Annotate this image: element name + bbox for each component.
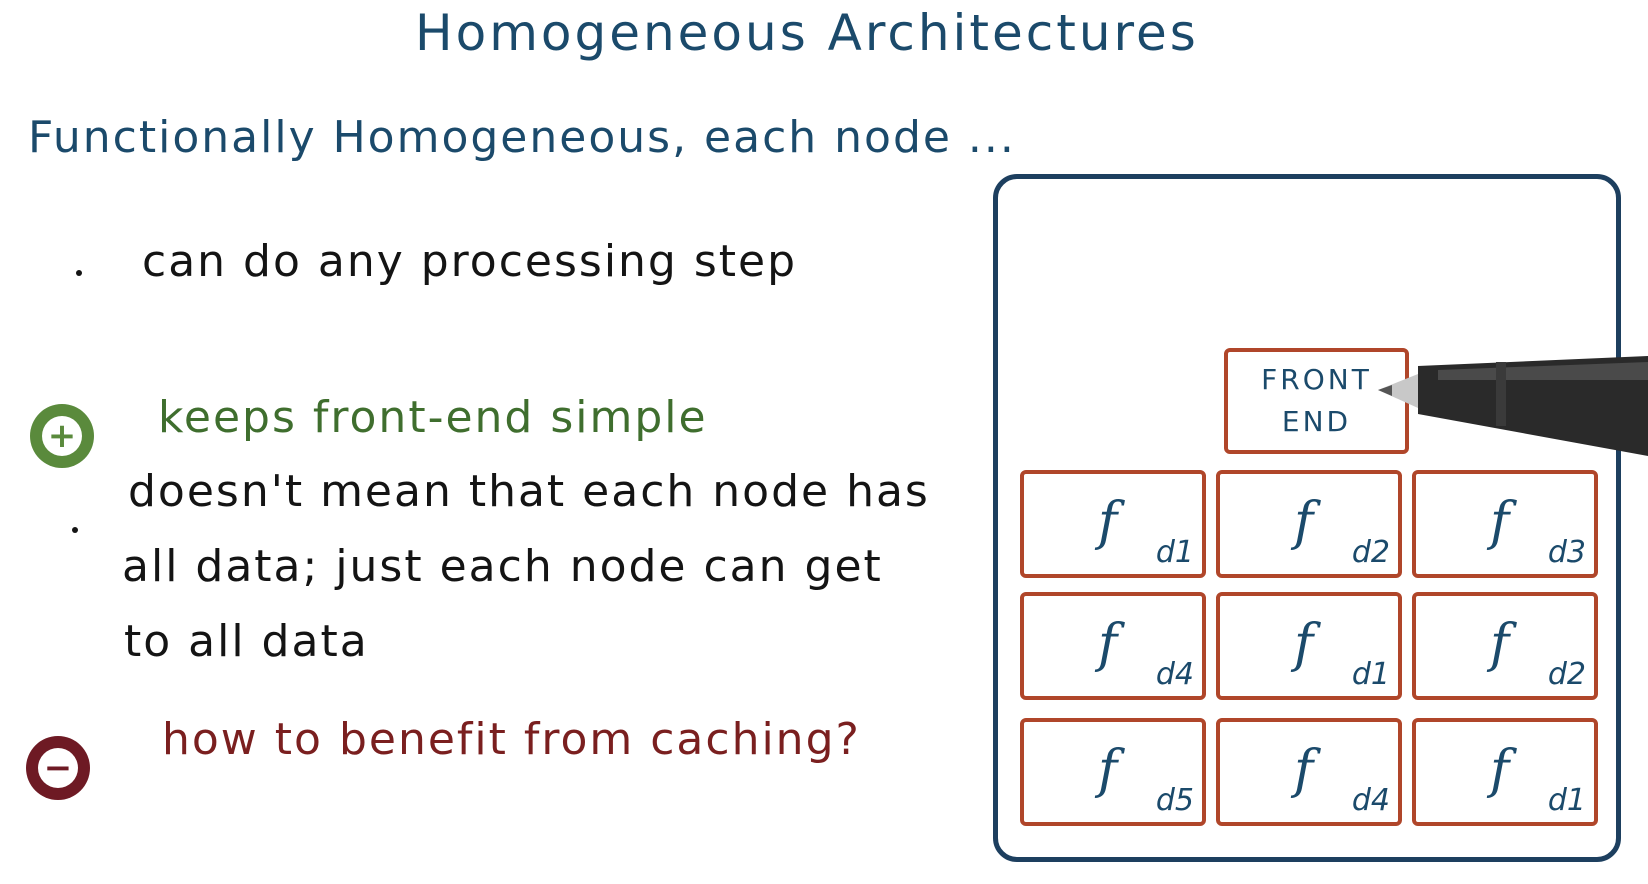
node-data: d2	[1351, 535, 1390, 570]
node-function: f	[1294, 740, 1314, 800]
con-text: how to benefit from caching?	[162, 714, 861, 765]
node-box: f d3	[1412, 470, 1598, 578]
node-function: f	[1490, 740, 1510, 800]
front-end-label: FRONT	[1261, 363, 1372, 396]
node-box: f d1	[1216, 592, 1402, 700]
node-function: f	[1294, 492, 1314, 552]
pen-icon	[1378, 356, 1648, 456]
note-line: to all data	[124, 616, 369, 667]
front-end-box: FRONT END	[1224, 348, 1409, 454]
node-function: f	[1098, 740, 1118, 800]
minus-circle-icon: −	[26, 736, 90, 800]
node-box: f d1	[1412, 718, 1598, 826]
front-end-label: END	[1281, 405, 1352, 438]
node-data: d5	[1155, 783, 1194, 818]
node-data: d4	[1155, 657, 1194, 692]
plus-circle-icon: +	[30, 404, 94, 468]
node-data: d1	[1547, 783, 1586, 818]
node-data: d2	[1547, 657, 1586, 692]
pro-text: keeps front-end simple	[158, 392, 708, 443]
node-function: f	[1490, 614, 1510, 674]
bullet-dot	[76, 270, 82, 276]
node-function: f	[1098, 614, 1118, 674]
node-box: f d2	[1412, 592, 1598, 700]
cluster-box	[993, 174, 1621, 862]
node-box: f d4	[1020, 592, 1206, 700]
node-function: f	[1490, 492, 1510, 552]
node-data: d3	[1547, 535, 1586, 570]
page-title: Homogeneous Architectures	[415, 4, 1199, 62]
note-line: all data; just each node can get	[122, 541, 883, 592]
node-box: f d2	[1216, 470, 1402, 578]
node-data: d1	[1351, 657, 1390, 692]
node-function: f	[1098, 492, 1118, 552]
node-function: f	[1294, 614, 1314, 674]
note-line: doesn't mean that each node has	[128, 466, 930, 517]
section-heading: Functionally Homogeneous, each node ...	[28, 112, 1016, 163]
node-data: d1	[1155, 535, 1194, 570]
node-box: f d1	[1020, 470, 1206, 578]
node-box: f d5	[1020, 718, 1206, 826]
node-box: f d4	[1216, 718, 1402, 826]
node-data: d4	[1351, 783, 1390, 818]
bullet-processing: can do any processing step	[142, 236, 798, 287]
bullet-dot	[72, 527, 78, 533]
